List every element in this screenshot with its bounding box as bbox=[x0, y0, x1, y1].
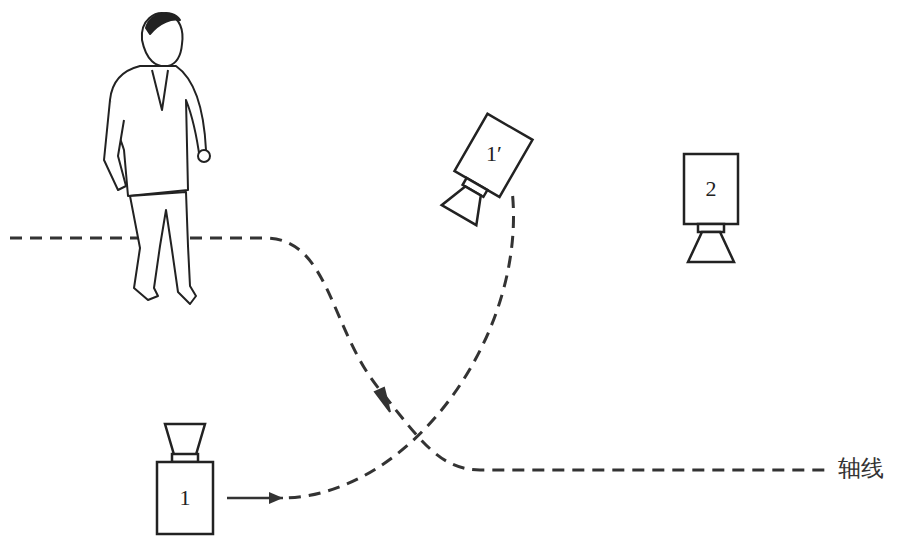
axis-label: 轴线 bbox=[836, 456, 886, 481]
camera-outline bbox=[153, 420, 217, 538]
camera-number: 1 bbox=[180, 487, 191, 509]
axis-arrow-head bbox=[375, 388, 390, 412]
camera-move-path bbox=[227, 196, 514, 504]
camera-number: 1′ bbox=[486, 143, 502, 165]
walking-person bbox=[104, 13, 210, 304]
camera-number: 2 bbox=[706, 178, 717, 200]
camera-outline bbox=[680, 150, 742, 266]
camera: 1′ bbox=[432, 108, 544, 218]
camera: 2 bbox=[680, 150, 742, 266]
camera: 1 bbox=[153, 420, 217, 538]
